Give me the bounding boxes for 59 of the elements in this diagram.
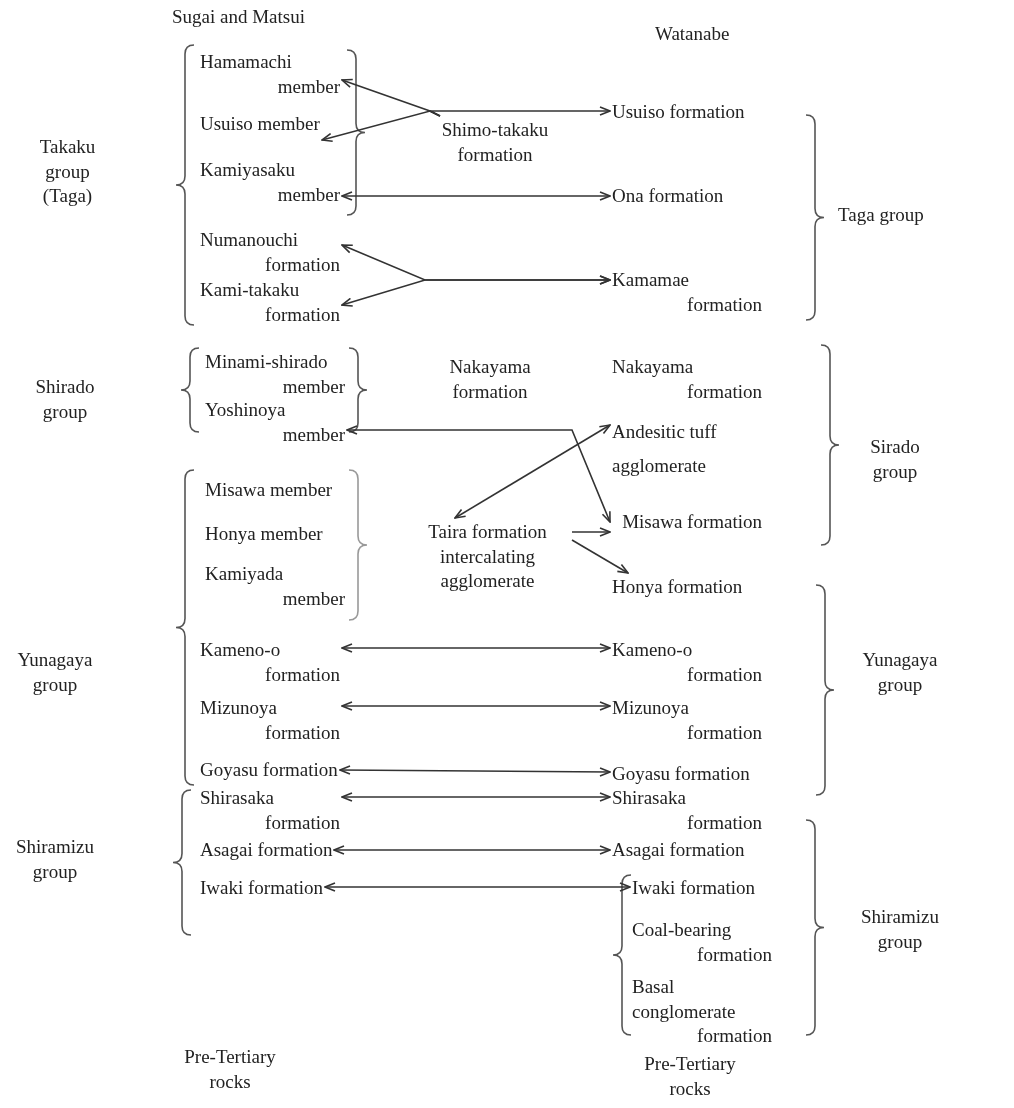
formation-label: Basal conglomerate formation (632, 975, 772, 1049)
formation-label: Kamamae formation (612, 268, 762, 318)
formation-label: Honya member (205, 522, 323, 546)
formation-label: Asagai formation (200, 838, 333, 863)
formation-label: Honya formation (612, 575, 743, 600)
formation-label: Kamiyada member (205, 562, 345, 611)
group-label: Shirado group (34, 375, 96, 424)
arrow (341, 792, 611, 802)
arrow (339, 765, 611, 777)
arrow (341, 191, 611, 201)
formation-label: Shirasaka formation (612, 786, 762, 836)
arrow (324, 882, 631, 892)
formation-label: Kameno-o formation (200, 638, 340, 688)
formation-label: Kamiyasaku member (200, 158, 340, 208)
formation-label: Nakayama formation (612, 355, 762, 404)
column-heading: Watanabe (655, 22, 730, 46)
formation-label: Kameno-o formation (612, 638, 762, 688)
formation-label: Iwaki formation (632, 876, 755, 901)
formation-label: Andesitic tuff agglomerate (612, 415, 752, 484)
arrow (341, 643, 611, 653)
formation-label: Yoshinoya member (205, 398, 345, 448)
arrow (346, 425, 611, 523)
group-label: Shiramizu group (14, 835, 96, 884)
formation-label: Goyasu formation (200, 758, 338, 783)
group-label: Taga group (838, 203, 924, 227)
arrow (571, 539, 629, 574)
formation-label: Taira formation intercalating agglomerate (405, 520, 570, 595)
group-label: Takaku group (Taga) (38, 135, 97, 209)
formation-label: Minami-shirado member (205, 350, 345, 399)
column-heading: Sugai and Matsui (172, 5, 305, 29)
arrow (341, 701, 611, 711)
formation-label: Hamamachi member (200, 50, 340, 100)
formation-label: Mizunoya formation (612, 696, 762, 746)
formation-label: Coal-bearing formation (632, 918, 772, 967)
formation-label: Goyasu formation (612, 762, 750, 787)
formation-label: Misawa member (205, 478, 333, 502)
formation-label: Misawa formation (612, 510, 762, 535)
formation-label: Shimo-takaku formation (430, 118, 560, 168)
formation-label: Usuiso formation (612, 100, 745, 125)
group-label: Shiramizu group (859, 905, 941, 954)
rock-label: Pre-Tertiary rocks (643, 1052, 737, 1101)
arrow (571, 527, 611, 537)
formation-label: Kami-takaku formation (200, 278, 340, 328)
formation-label: Shirasaka formation (200, 786, 340, 836)
formation-label: Ona formation (612, 184, 724, 209)
group-label: Sirado group (869, 435, 921, 484)
formation-label: Usuiso member (200, 112, 320, 137)
formation-label: Numanouchi formation (200, 228, 340, 278)
formation-label: Nakayama formation (448, 355, 532, 404)
rock-label: Pre-Tertiary rocks (183, 1045, 277, 1094)
arrow (341, 275, 611, 307)
group-label: Yunagaya group (16, 648, 94, 697)
formation-label: Asagai formation (612, 838, 745, 863)
arrow (333, 845, 611, 855)
formation-label: Iwaki formation (200, 876, 323, 901)
arrow (429, 106, 611, 117)
formation-label: Mizunoya formation (200, 696, 340, 746)
arrow (454, 424, 611, 519)
group-label: Yunagaya group (861, 648, 939, 697)
